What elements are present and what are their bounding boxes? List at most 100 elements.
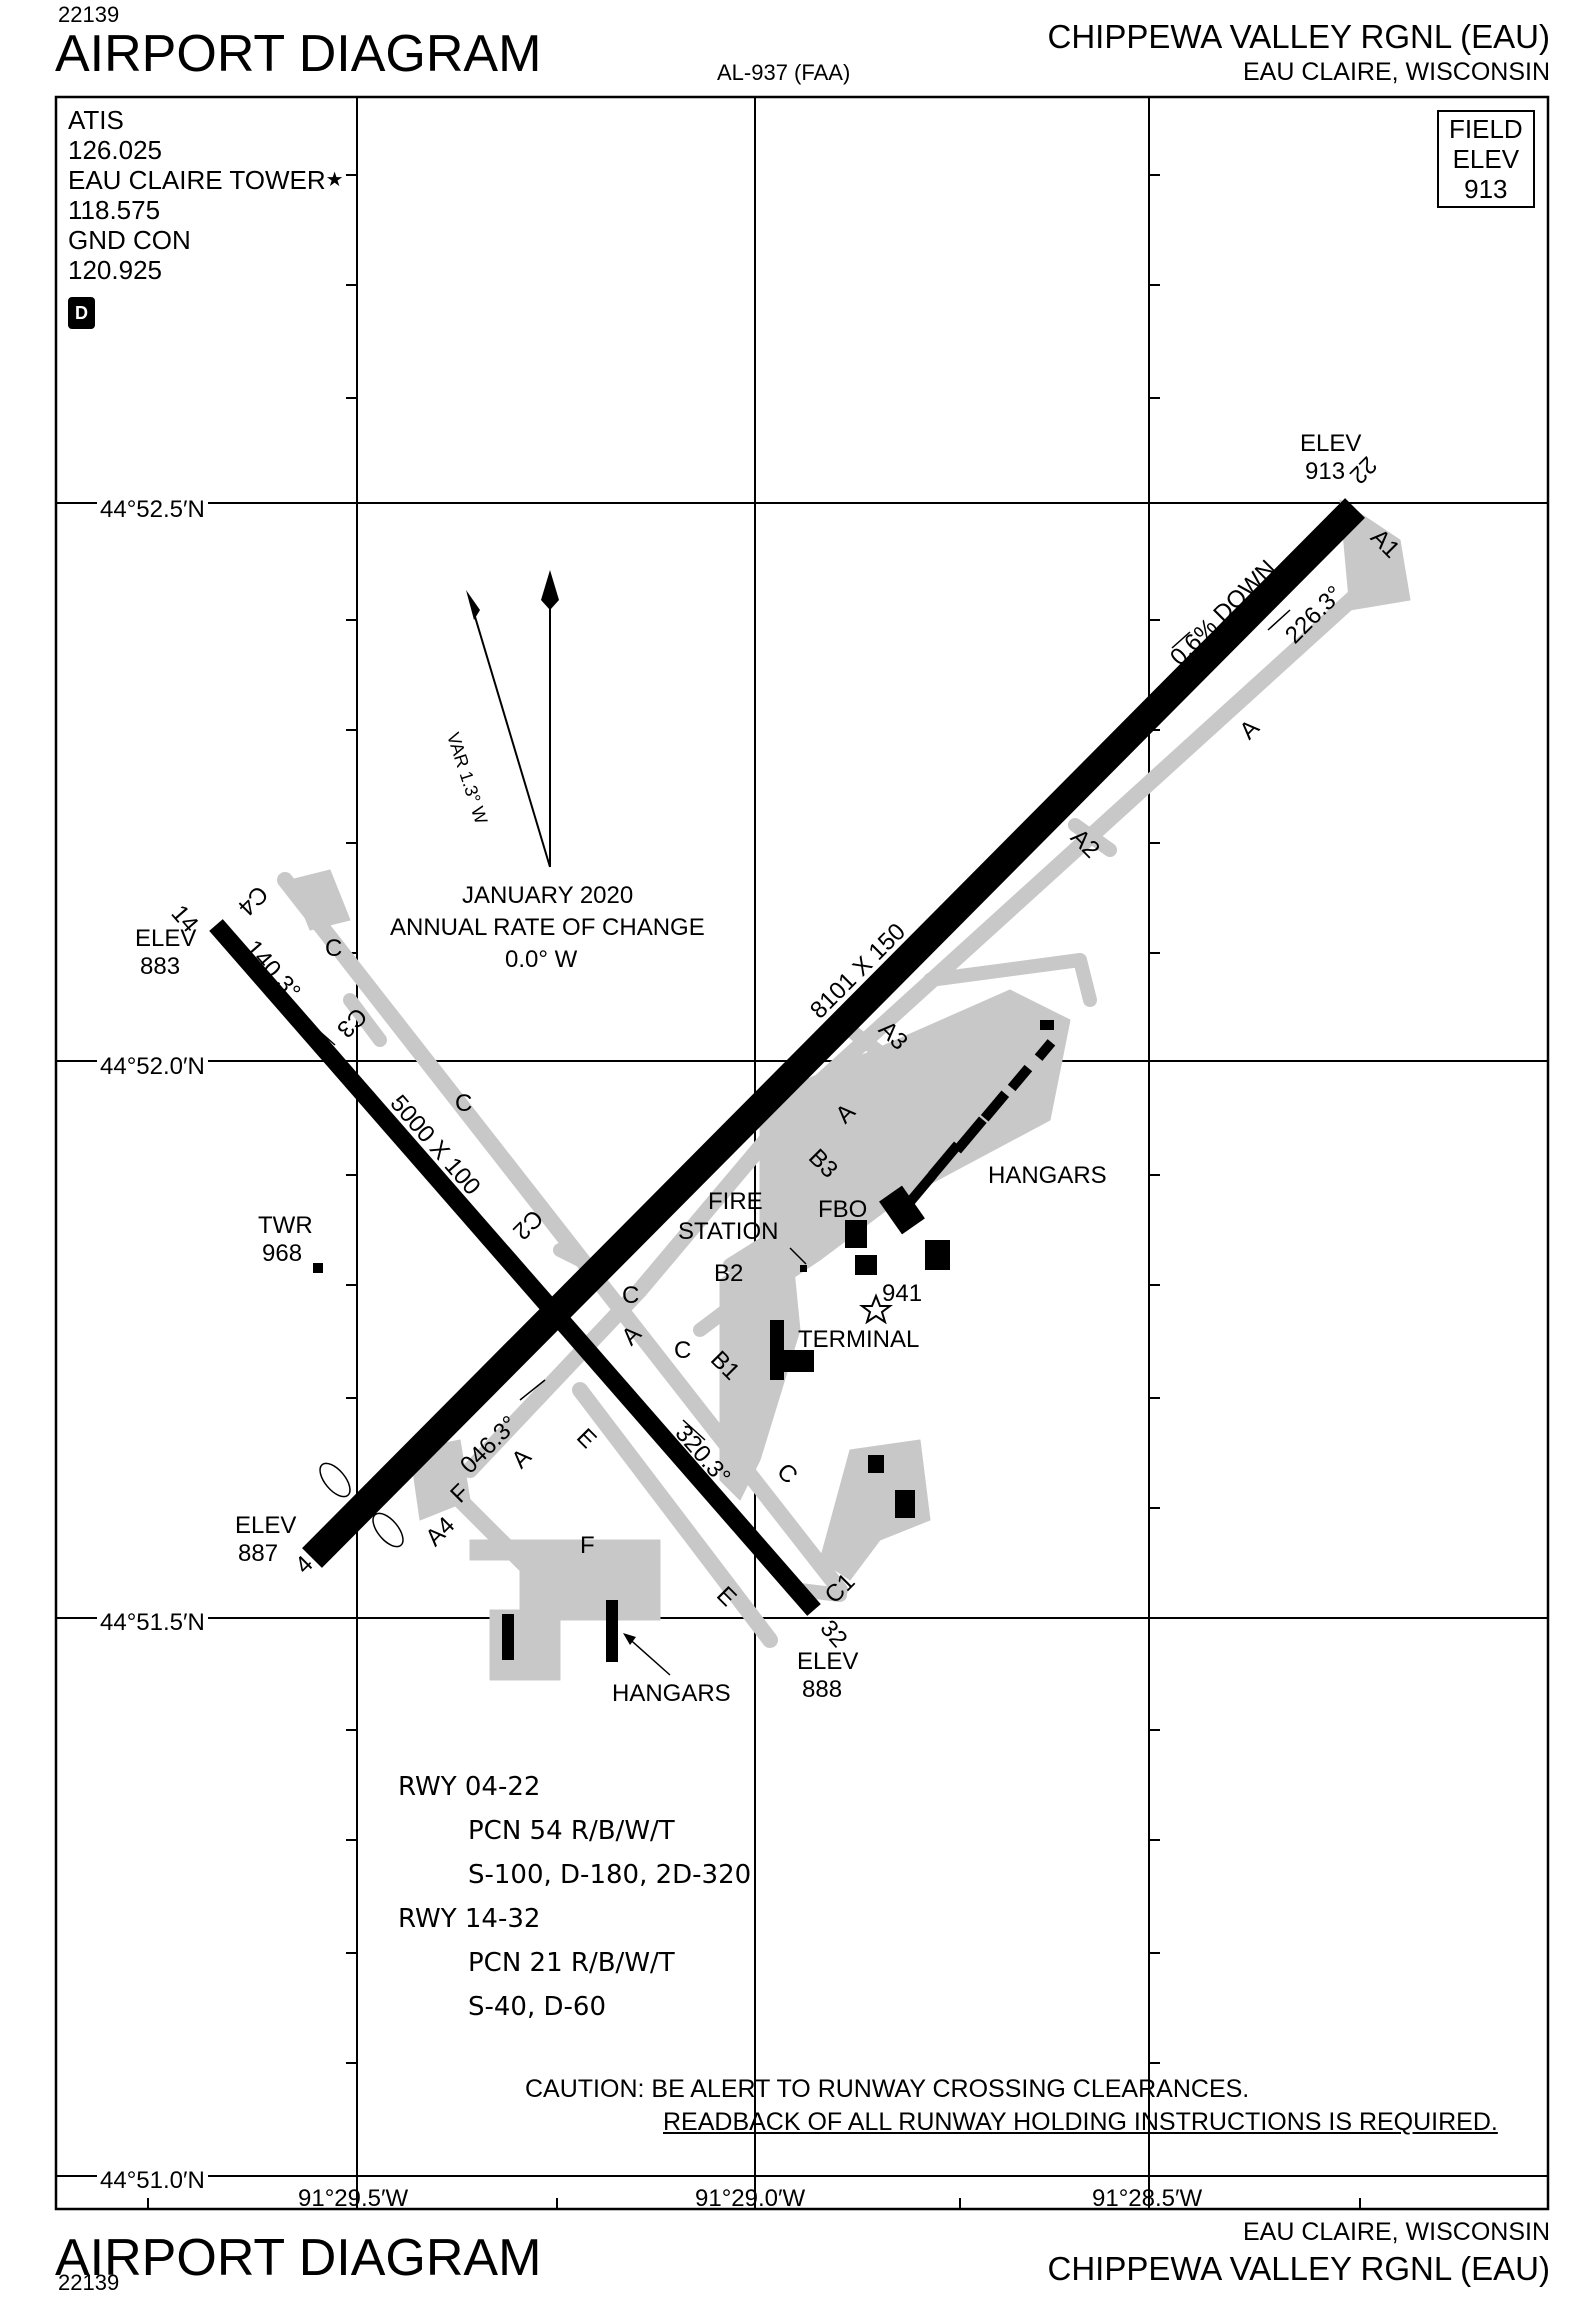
pcn-rwy1: RWY 04-22 — [398, 1772, 541, 1802]
taxiway-b2 — [723, 1233, 777, 1272]
tower-frequency: 118.575 — [68, 195, 161, 225]
elev-22-label: ELEV — [1300, 430, 1362, 457]
tower-elev: 968 — [262, 1240, 303, 1267]
true-north-arrow — [541, 570, 559, 610]
taxiway-label: B2 — [714, 1260, 744, 1287]
south-hangar-1 — [868, 1455, 884, 1473]
hangar-row-3 — [953, 1116, 987, 1154]
buildings — [313, 1020, 1056, 1662]
apron-south — [819, 1439, 931, 1581]
apron-west — [469, 1539, 661, 1681]
pcn-rwy1-pcn: PCN 54 R/B/W/T — [468, 1816, 675, 1846]
tower-label: EAU CLAIRE TOWER — [68, 165, 326, 195]
south-hangar-2 — [895, 1490, 915, 1518]
hangar-building-2 — [925, 1240, 950, 1270]
terminal-building — [770, 1320, 784, 1380]
tower-label: TWR — [258, 1212, 313, 1239]
fbo-label: FBO — [818, 1196, 868, 1223]
field-elevation-box: FIELD ELEV 913 — [1437, 110, 1535, 208]
airport-location: EAU CLAIRE, WISCONSIN — [1243, 58, 1550, 86]
west-hangar-1 — [502, 1614, 514, 1660]
fire-label: FIRE — [708, 1188, 763, 1215]
field-elev-line2: ELEV — [1452, 144, 1520, 174]
windcone-symbol-1 — [319, 1462, 351, 1498]
doc-number-top: 22139 — [58, 2, 120, 27]
pcn-rwy2-pcn: PCN 21 R/B/W/T — [468, 1948, 675, 1978]
tower-line: EAU CLAIRE TOWER★ — [68, 165, 344, 195]
mag-rate: 0.0° W — [505, 946, 578, 973]
elev-4-label: ELEV — [235, 1512, 297, 1539]
hangar-row-2 — [928, 1141, 962, 1179]
latitude-label: 44°51.0′N — [97, 2167, 208, 2195]
taxiways — [277, 499, 1411, 1681]
taxiway-b3 — [783, 1143, 837, 1187]
atis-label: ATIS — [68, 105, 124, 135]
doc-number-bottom: 22139 — [58, 2270, 120, 2295]
station-label: STATION — [678, 1218, 779, 1245]
taxiway-label: C — [325, 935, 343, 962]
d-atis-badge: D — [68, 297, 95, 329]
runways — [209, 498, 1365, 1616]
mag-date: JANUARY 2020 — [462, 882, 634, 909]
runway-14-32 — [209, 919, 821, 1616]
pcn-rwy1-weights: S-100, D-180, 2D-320 — [468, 1860, 752, 1890]
latitude-label: 44°51.5′N — [97, 1609, 208, 1637]
grid-ticks — [147, 174, 1361, 2209]
taxiway-c4 — [289, 869, 351, 931]
hangars-label: HANGARS — [612, 1680, 731, 1707]
taxiway-label: C — [674, 1337, 692, 1364]
hangars-label: HANGARS — [988, 1162, 1107, 1189]
taxiway-label: C — [622, 1282, 640, 1309]
atis-frequency: 126.025 — [68, 135, 162, 165]
taxiway-c3 — [343, 993, 387, 1047]
taxiway-e — [572, 1382, 778, 1648]
taxiway-label: F — [580, 1532, 595, 1559]
elev-14-value: 883 — [140, 953, 181, 980]
ground-frequency: 120.925 — [68, 255, 162, 285]
taxiway-a — [792, 552, 1403, 1108]
elev-32-value: 888 — [802, 1676, 843, 1703]
runway-04-22 — [302, 498, 1365, 1568]
footer-airport-name: CHIPPEWA VALLEY RGNL (EAU) — [1047, 2250, 1550, 2287]
longitude-label: 91°29.5′W — [298, 2185, 409, 2212]
mag-rate-label: ANNUAL RATE OF CHANGE — [390, 914, 705, 941]
hangar-row-7 — [1040, 1020, 1054, 1030]
footer-title: AIRPORT DIAGRAM — [55, 2229, 542, 2287]
hangar-row-5 — [1007, 1064, 1033, 1092]
elev-4-value: 887 — [238, 1540, 279, 1567]
latitude-label: 44°52.5′N — [97, 496, 208, 524]
windcone-symbol-2 — [372, 1512, 404, 1548]
taxiway-label: C — [455, 1090, 473, 1117]
footer-location: EAU CLAIRE, WISCONSIN — [1243, 2218, 1550, 2246]
elev-22-value: 913 — [1305, 458, 1346, 485]
caution-line2: READBACK OF ALL RUNWAY HOLDING INSTRUCTI… — [663, 2108, 1498, 2136]
hangar-building-1 — [879, 1185, 925, 1235]
hangar-row-6 — [1034, 1039, 1056, 1061]
beacon-elev: 941 — [882, 1280, 923, 1307]
diagram-frame — [54, 95, 1550, 2211]
fire-station-building — [800, 1265, 807, 1272]
taxiway-a2 — [1068, 818, 1117, 857]
tower-star-icon: ★ — [325, 169, 344, 191]
page-title: AIRPORT DIAGRAM — [55, 25, 542, 83]
apron-main — [759, 989, 1071, 1301]
field-elev-line1: FIELD — [1449, 114, 1523, 144]
elev-32-label: ELEV — [797, 1648, 859, 1675]
pcn-rwy2-weights: S-40, D-60 — [468, 1992, 606, 2022]
airport-name: CHIPPEWA VALLEY RGNL (EAU) — [1047, 18, 1550, 55]
terminal-label: TERMINAL — [798, 1326, 920, 1353]
field-elev-value: 913 — [1464, 174, 1508, 204]
fbo-building — [845, 1220, 867, 1248]
longitude-label: 91°29.0′W — [695, 2185, 806, 2212]
tower-building — [313, 1263, 323, 1273]
elev-14-label: ELEV — [135, 925, 197, 952]
hangar-row-4 — [980, 1090, 1010, 1122]
procedure-id: AL-937 (FAA) — [717, 60, 851, 85]
magnetic-variation-icon — [466, 570, 559, 868]
latitude-label: 44°52.0′N — [97, 1053, 208, 1081]
heading-arrows — [317, 609, 1291, 1441]
magnetic-north-arrow — [466, 590, 480, 620]
frequency-block: ATIS 126.025 EAU CLAIRE TOWER★ 118.575 G… — [68, 105, 344, 329]
hangar-row-1 — [903, 1171, 937, 1209]
